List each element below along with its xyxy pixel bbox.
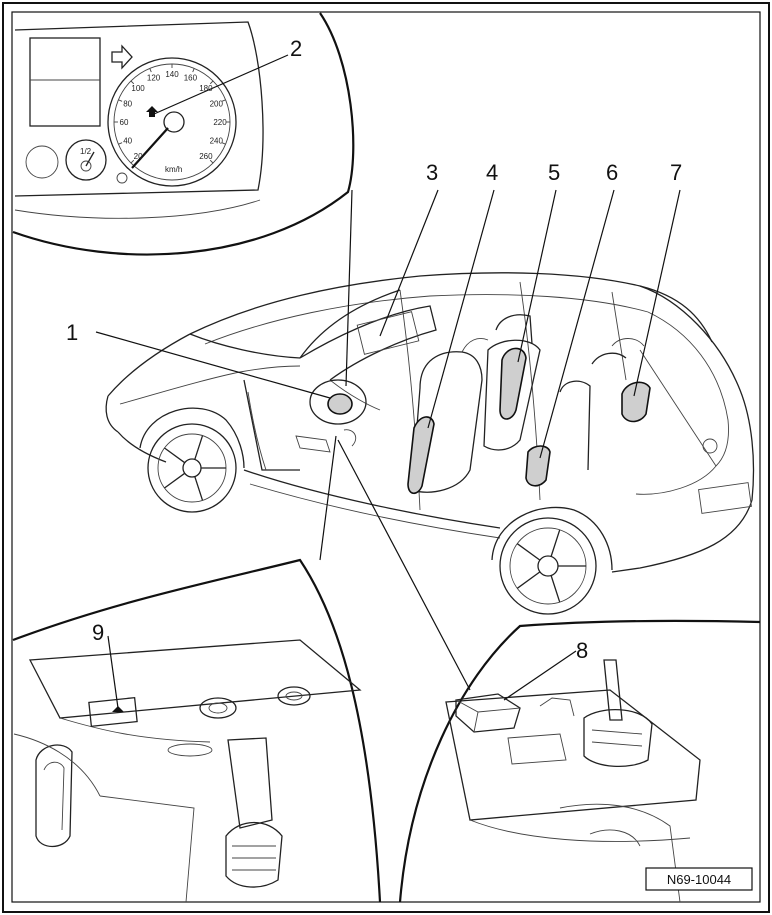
speedometer-tick	[221, 142, 226, 145]
speedometer-tick-label: 60	[120, 118, 129, 127]
curtain-airbag	[621, 381, 651, 423]
speedometer-tick-label: 180	[199, 84, 213, 93]
speedometer-tick	[149, 68, 152, 73]
leader-5	[517, 189, 557, 363]
speedometer-tick-label: 80	[123, 100, 132, 109]
rear-side-airbag-left	[499, 347, 527, 420]
front-wheel	[147, 423, 237, 513]
callout-2: 2	[290, 36, 302, 61]
leader-9	[107, 635, 119, 709]
wheel-spoke	[194, 435, 204, 460]
leader-lines	[95, 54, 681, 709]
fuel-gauge-mark: 1/2	[80, 147, 92, 156]
callout-6: 6	[606, 160, 618, 185]
callout-labels: 1 2 3 4 5 6 7 8 9	[66, 36, 682, 663]
airbag-switch	[88, 696, 138, 728]
callout-1: 1	[66, 320, 78, 345]
wheel-spoke	[194, 476, 204, 501]
speedometer-tick	[209, 80, 214, 85]
switch-indicator-icon	[112, 706, 124, 712]
speedometer-tick-label: 160	[184, 74, 198, 83]
wheel-spoke	[164, 447, 186, 464]
reference-code: N69-10044	[667, 872, 731, 887]
rear-wheel	[499, 517, 597, 615]
speedometer-tick-label: 120	[147, 74, 161, 83]
speedometer-tick-label: 200	[210, 100, 224, 109]
wheel-spoke	[550, 529, 561, 557]
wheel-spoke	[516, 543, 541, 561]
front-seat	[411, 351, 483, 493]
rear-side-airbag-right	[525, 445, 551, 487]
badge-icon	[702, 438, 718, 454]
speedometer-tick	[130, 80, 135, 85]
callout-9: 9	[92, 620, 104, 645]
reference-code-box: N69-10044	[645, 867, 753, 891]
car-illustration	[105, 272, 755, 615]
leader-3	[379, 189, 439, 337]
speedometer-tick-label: 220	[213, 118, 227, 127]
turn-arrow-icon	[111, 44, 133, 70]
callout-4: 4	[486, 160, 498, 185]
driver-airbag	[327, 393, 353, 415]
front-side-airbag	[407, 416, 435, 495]
leader-7	[633, 189, 681, 397]
callout-7: 7	[670, 160, 682, 185]
speedometer	[107, 57, 237, 187]
speedometer-tick	[118, 142, 123, 145]
control-unit-detail	[398, 619, 761, 903]
speedometer-tick-label: 100	[131, 84, 145, 93]
speedometer-tick-label: 240	[210, 136, 224, 145]
speedometer-tick	[209, 159, 214, 164]
steering-wheel	[309, 379, 367, 425]
callout-3: 3	[426, 160, 438, 185]
speedometer-unit: km/h	[165, 165, 182, 174]
leader-2	[153, 54, 289, 115]
pedal-pad	[225, 822, 283, 888]
leader-8	[503, 650, 577, 701]
wheel-spoke	[164, 472, 186, 489]
license-plate	[698, 482, 752, 514]
leader-6	[539, 189, 615, 459]
temp-gauge	[25, 145, 59, 179]
footwell-detail	[12, 558, 382, 903]
callout-8: 8	[576, 638, 588, 663]
detail-bubble-outline-2	[12, 558, 382, 903]
speedometer-tick	[192, 68, 195, 73]
fuel-gauge	[65, 139, 107, 181]
speedometer-tick	[130, 159, 135, 164]
speedometer-tick	[221, 99, 226, 102]
inner-frame	[11, 11, 761, 903]
dash-console	[356, 311, 420, 355]
detail-bubble-outline	[12, 12, 355, 256]
leader-4	[427, 189, 495, 429]
detail-bubble-outline-3	[398, 619, 761, 903]
speedometer-tick-label: 40	[123, 136, 132, 145]
wheel-spoke	[516, 571, 541, 589]
leader-1	[95, 331, 331, 399]
callout-5: 5	[548, 160, 560, 185]
rear-seat-back	[483, 339, 541, 451]
speedometer-tick-label: 20	[134, 152, 143, 161]
airbag-warning-lamp-icon	[146, 106, 158, 117]
speedometer-tick-label: 140	[165, 70, 179, 79]
airbag-control-unit	[455, 693, 521, 733]
speedometer-tick	[118, 99, 123, 102]
wheel-spoke	[550, 575, 561, 603]
pedal-arm	[227, 737, 273, 829]
speedometer-needle	[131, 127, 169, 169]
speedometer-tick-label: 260	[199, 152, 213, 161]
gear-lever	[603, 659, 623, 721]
